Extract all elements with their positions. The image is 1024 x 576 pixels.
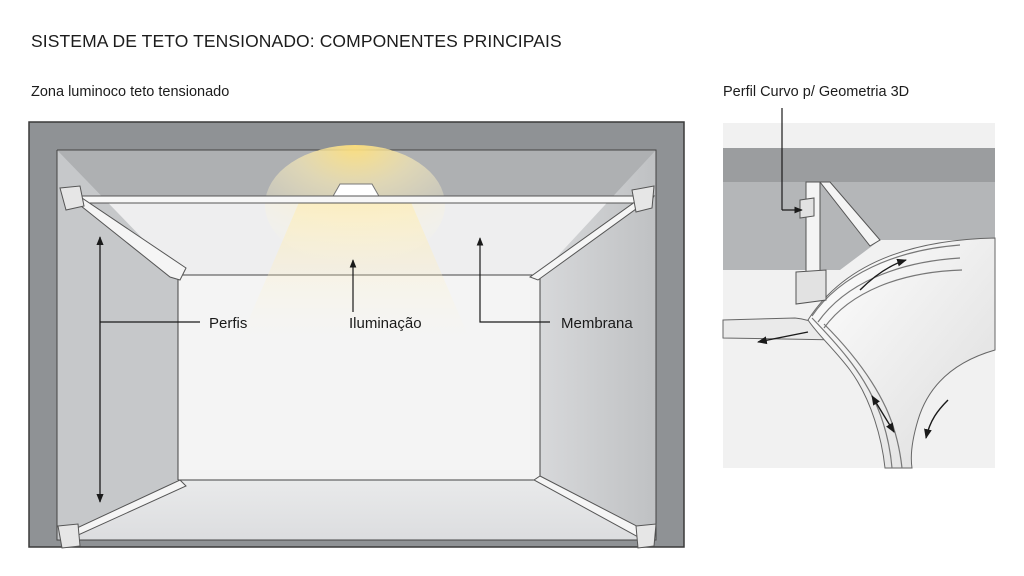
label-perfis: Perfis [209, 315, 247, 332]
curve-arrow-lower [924, 399, 949, 439]
flat-arrow-left [757, 331, 809, 345]
concrete-slab [723, 148, 995, 182]
right-diagram-subtitle: Perfil Curvo p/ Geometria 3D [723, 84, 910, 100]
bend-arrow-double [871, 395, 895, 433]
profile-right-lower [533, 475, 657, 549]
label-iluminacao: Iluminação [349, 315, 422, 332]
profile-top-rail [65, 195, 655, 204]
profile-left-upper [59, 185, 187, 281]
curved-membrane [807, 237, 996, 469]
floor [57, 480, 656, 540]
right-wall [540, 150, 656, 540]
light-glow [265, 145, 445, 265]
room-diagram: Perfis Iluminação Membrana [28, 121, 685, 549]
curve-arrow-top [859, 258, 907, 291]
label-membrana: Membrana [561, 315, 633, 332]
membrana-leader [476, 237, 550, 323]
vertical-profile [795, 181, 881, 305]
left-diagram-subtitle: Zona luminoco teto tensionado [31, 84, 230, 100]
profile-left-lower [57, 479, 187, 549]
diagram-title: SISTEMA DE TETO TENSIONADO: COMPONENTES … [31, 31, 562, 51]
profile-right-upper [528, 185, 656, 281]
curved-profile-diagram [722, 108, 996, 469]
